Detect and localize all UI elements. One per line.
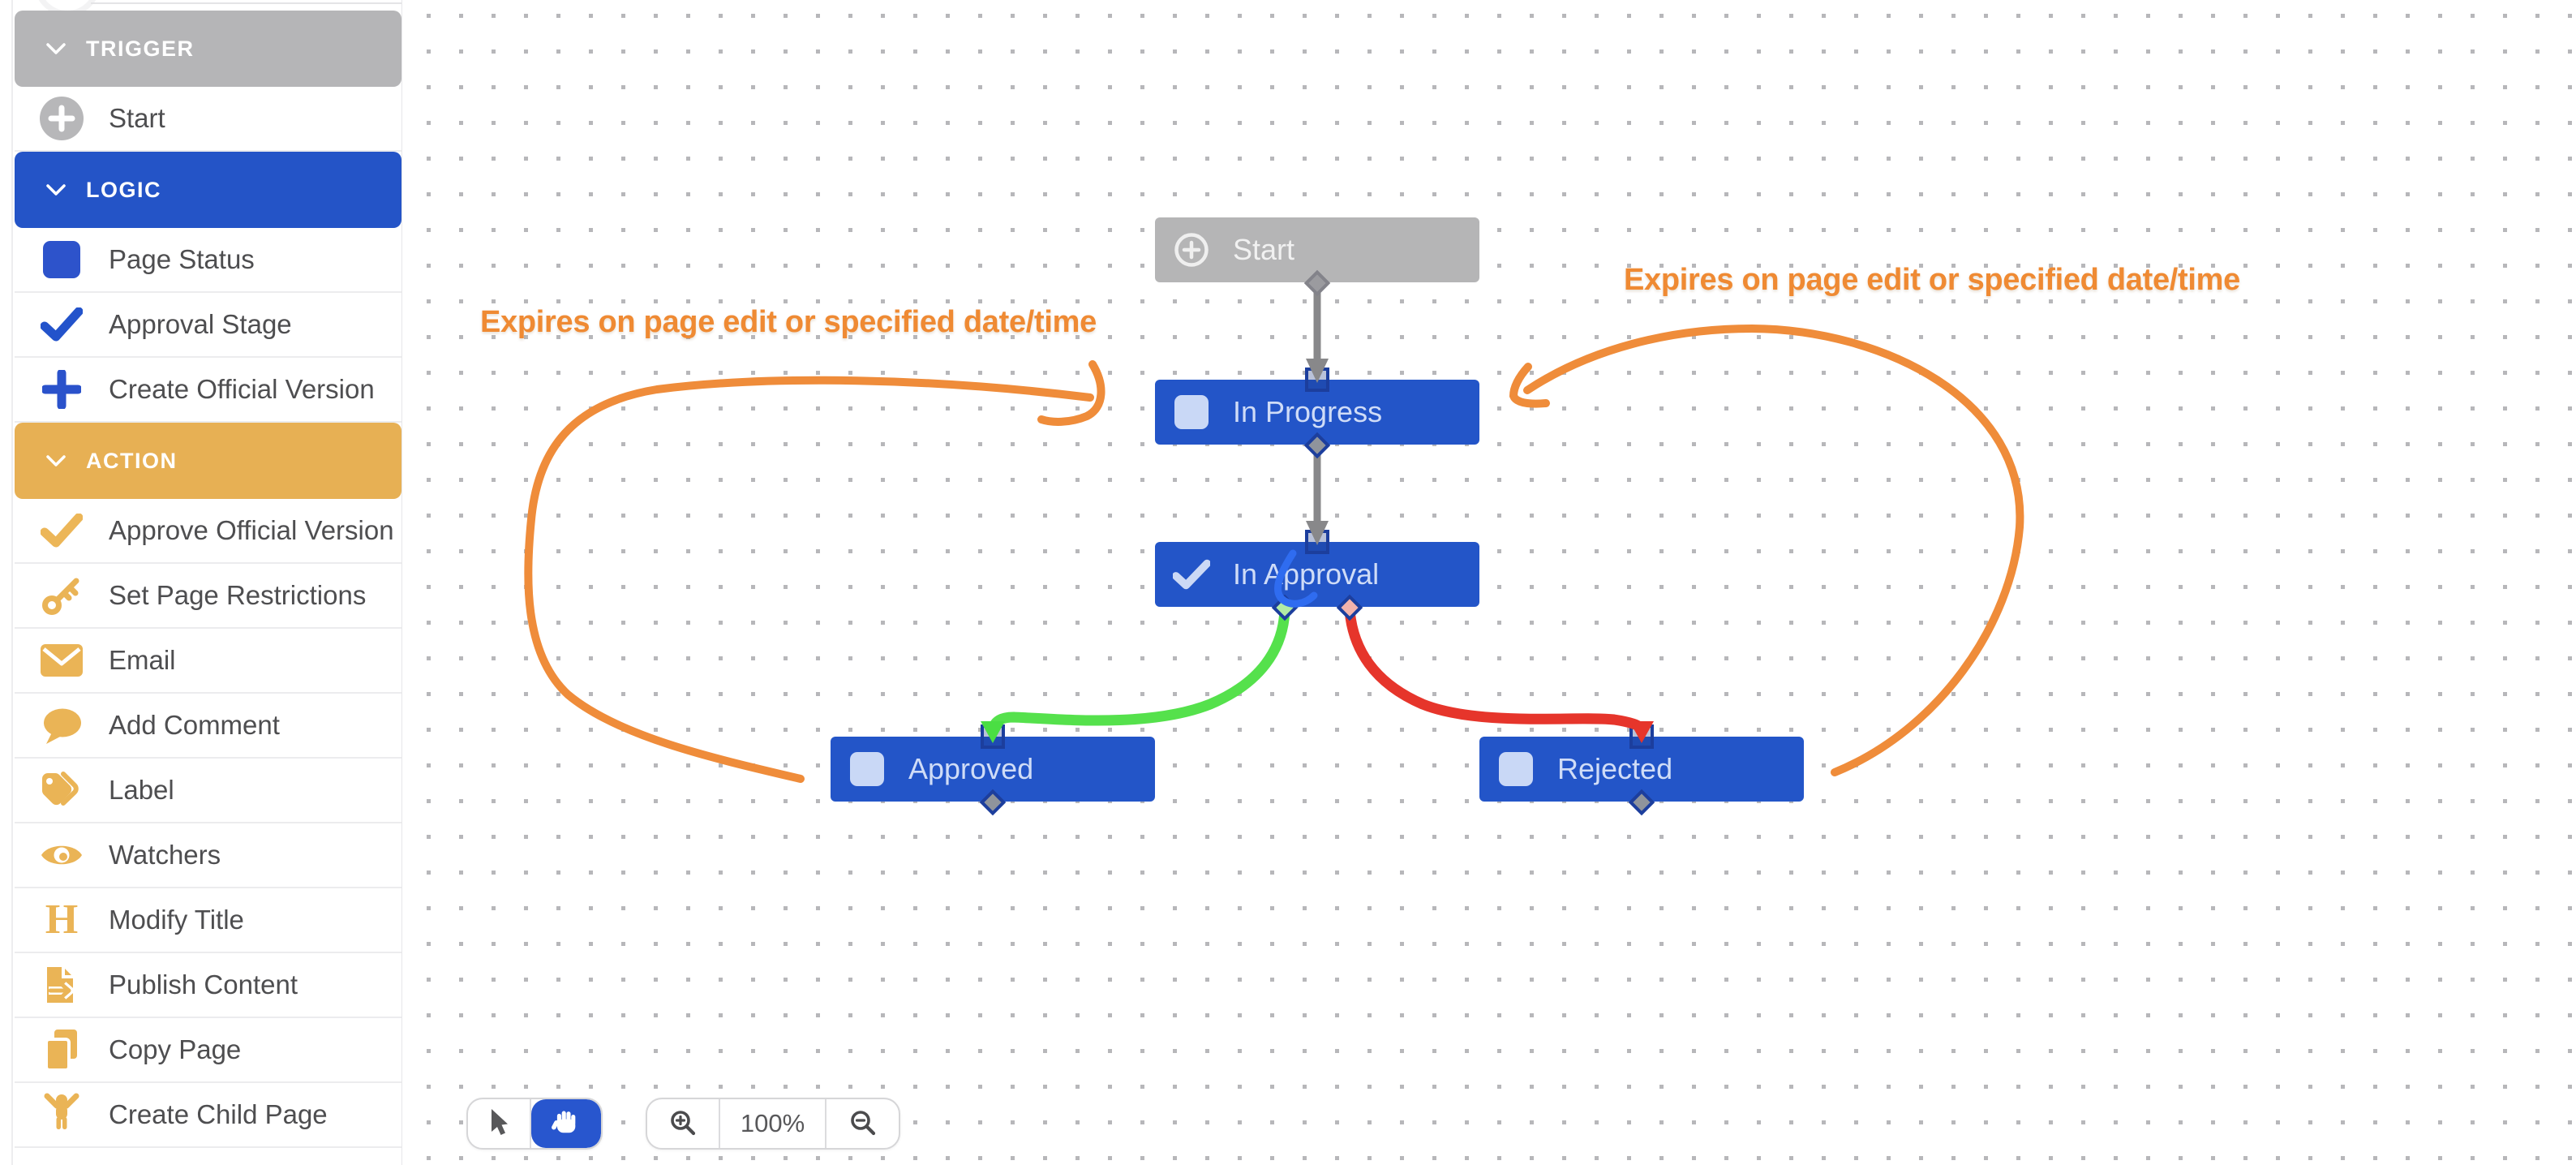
status-square-icon <box>39 240 84 279</box>
publish-icon <box>39 964 84 1006</box>
eye-icon <box>39 840 84 871</box>
sidebar-item-publish-content[interactable]: Publish Content <box>15 953 401 1018</box>
palette-scrolled-item <box>15 0 401 11</box>
canvas-tool-switcher <box>466 1098 603 1150</box>
sidebar-item-label: Approve Official Version <box>109 515 394 545</box>
zoom-in-icon <box>668 1108 698 1140</box>
sidebar-item-label: Add Comment <box>109 710 280 740</box>
plus-icon <box>39 370 84 409</box>
tag-icon <box>39 771 84 810</box>
chevron-down-icon <box>45 41 67 56</box>
chevron-down-icon <box>45 183 67 197</box>
node-label: Rejected <box>1557 752 1673 785</box>
sidebar-item-label: Approval Stage <box>109 309 292 339</box>
workflow-canvas[interactable] <box>402 0 2576 1165</box>
chevron-down-icon <box>45 454 67 468</box>
hand-icon <box>550 1107 582 1141</box>
sidebar-item-create-child-page[interactable]: Create Child Page <box>15 1083 401 1148</box>
ghost-circle-icon <box>34 0 101 11</box>
section-header-logic[interactable]: LOGIC <box>15 152 401 228</box>
node-approved[interactable]: Approved <box>831 737 1155 802</box>
zoom-out-button[interactable] <box>825 1099 899 1148</box>
sidebar-item-label: Create Official Version <box>109 374 375 404</box>
sidebar-item-label: Modify Title <box>109 905 244 935</box>
status-square-icon <box>1497 751 1535 787</box>
section-label: TRIGGER <box>86 36 195 61</box>
section-label: LOGIC <box>86 177 161 202</box>
sidebar-item-label: Page Status <box>109 244 255 274</box>
sidebar-item-label: Label <box>109 775 174 805</box>
sidebar-item-approval-stage[interactable]: Approval Stage <box>15 293 401 358</box>
key-icon <box>39 574 84 617</box>
sidebar-item-approve-official-version[interactable]: Approve Official Version <box>15 499 401 564</box>
status-square-icon <box>1173 394 1210 430</box>
sidebar-item-set-page-restrictions[interactable]: Set Page Restrictions <box>15 564 401 629</box>
envelope-icon <box>39 643 84 677</box>
child-icon <box>39 1093 84 1137</box>
status-square-icon <box>848 751 886 787</box>
zoom-controls: 100% <box>646 1098 900 1150</box>
node-label: Approved <box>908 752 1034 785</box>
node-in-progress[interactable]: In Progress <box>1155 380 1479 445</box>
sidebar-item-page-status[interactable]: Page Status <box>15 228 401 293</box>
annotation-text-left: Expires on page edit or specified date/t… <box>480 305 1097 339</box>
pan-tool-button[interactable] <box>531 1099 601 1148</box>
sidebar-item-label: Start <box>109 103 165 133</box>
node-start[interactable]: Start <box>1155 217 1479 282</box>
plus-circle-icon <box>39 96 84 141</box>
select-tool-button[interactable] <box>468 1099 531 1148</box>
zoom-out-icon <box>848 1108 878 1140</box>
checkmark-icon <box>1173 558 1210 591</box>
sidebar-item-label[interactable]: Label <box>15 759 401 823</box>
node-in-approval[interactable]: In Approval <box>1155 542 1479 607</box>
sidebar-item-email[interactable]: Email <box>15 629 401 694</box>
heading-icon: H <box>45 896 79 943</box>
sidebar-item-label: Email <box>109 645 176 675</box>
cursor-icon <box>485 1107 513 1141</box>
sidebar-item-label: Create Child Page <box>109 1099 328 1129</box>
checkmark-icon <box>39 514 84 548</box>
section-label: ACTION <box>86 448 178 473</box>
sidebar-item-create-official-version[interactable]: Create Official Version <box>15 358 401 423</box>
sidebar-item-watchers[interactable]: Watchers <box>15 823 401 888</box>
sidebar-item-modify-title[interactable]: H Modify Title <box>15 888 401 953</box>
node-label: Start <box>1233 233 1295 266</box>
sidebar-item-label: Watchers <box>109 840 221 870</box>
sidebar-item-start[interactable]: Start <box>15 87 401 152</box>
annotation-text-right: Expires on page edit or specified date/t… <box>1624 263 2240 297</box>
sidebar-item-label: Copy Page <box>109 1034 242 1064</box>
section-header-action[interactable]: ACTION <box>15 423 401 499</box>
plus-circle-icon <box>1173 232 1210 268</box>
palette-sidebar: TRIGGER Start LOGIC Page Status Approval… <box>0 0 402 1165</box>
node-label: In Approval <box>1233 557 1380 591</box>
comment-icon <box>39 706 84 745</box>
section-header-trigger[interactable]: TRIGGER <box>15 11 401 87</box>
copy-icon <box>39 1028 84 1072</box>
zoom-in-button[interactable] <box>647 1099 720 1148</box>
sidebar-item-copy-page[interactable]: Copy Page <box>15 1018 401 1083</box>
checkmark-icon <box>39 307 84 342</box>
sidebar-item-label: Publish Content <box>109 969 298 999</box>
node-label: In Progress <box>1233 395 1383 428</box>
node-rejected[interactable]: Rejected <box>1479 737 1804 802</box>
sidebar-item-label: Set Page Restrictions <box>109 580 367 610</box>
zoom-level-label: 100% <box>740 1109 805 1137</box>
sidebar-item-add-comment[interactable]: Add Comment <box>15 694 401 759</box>
